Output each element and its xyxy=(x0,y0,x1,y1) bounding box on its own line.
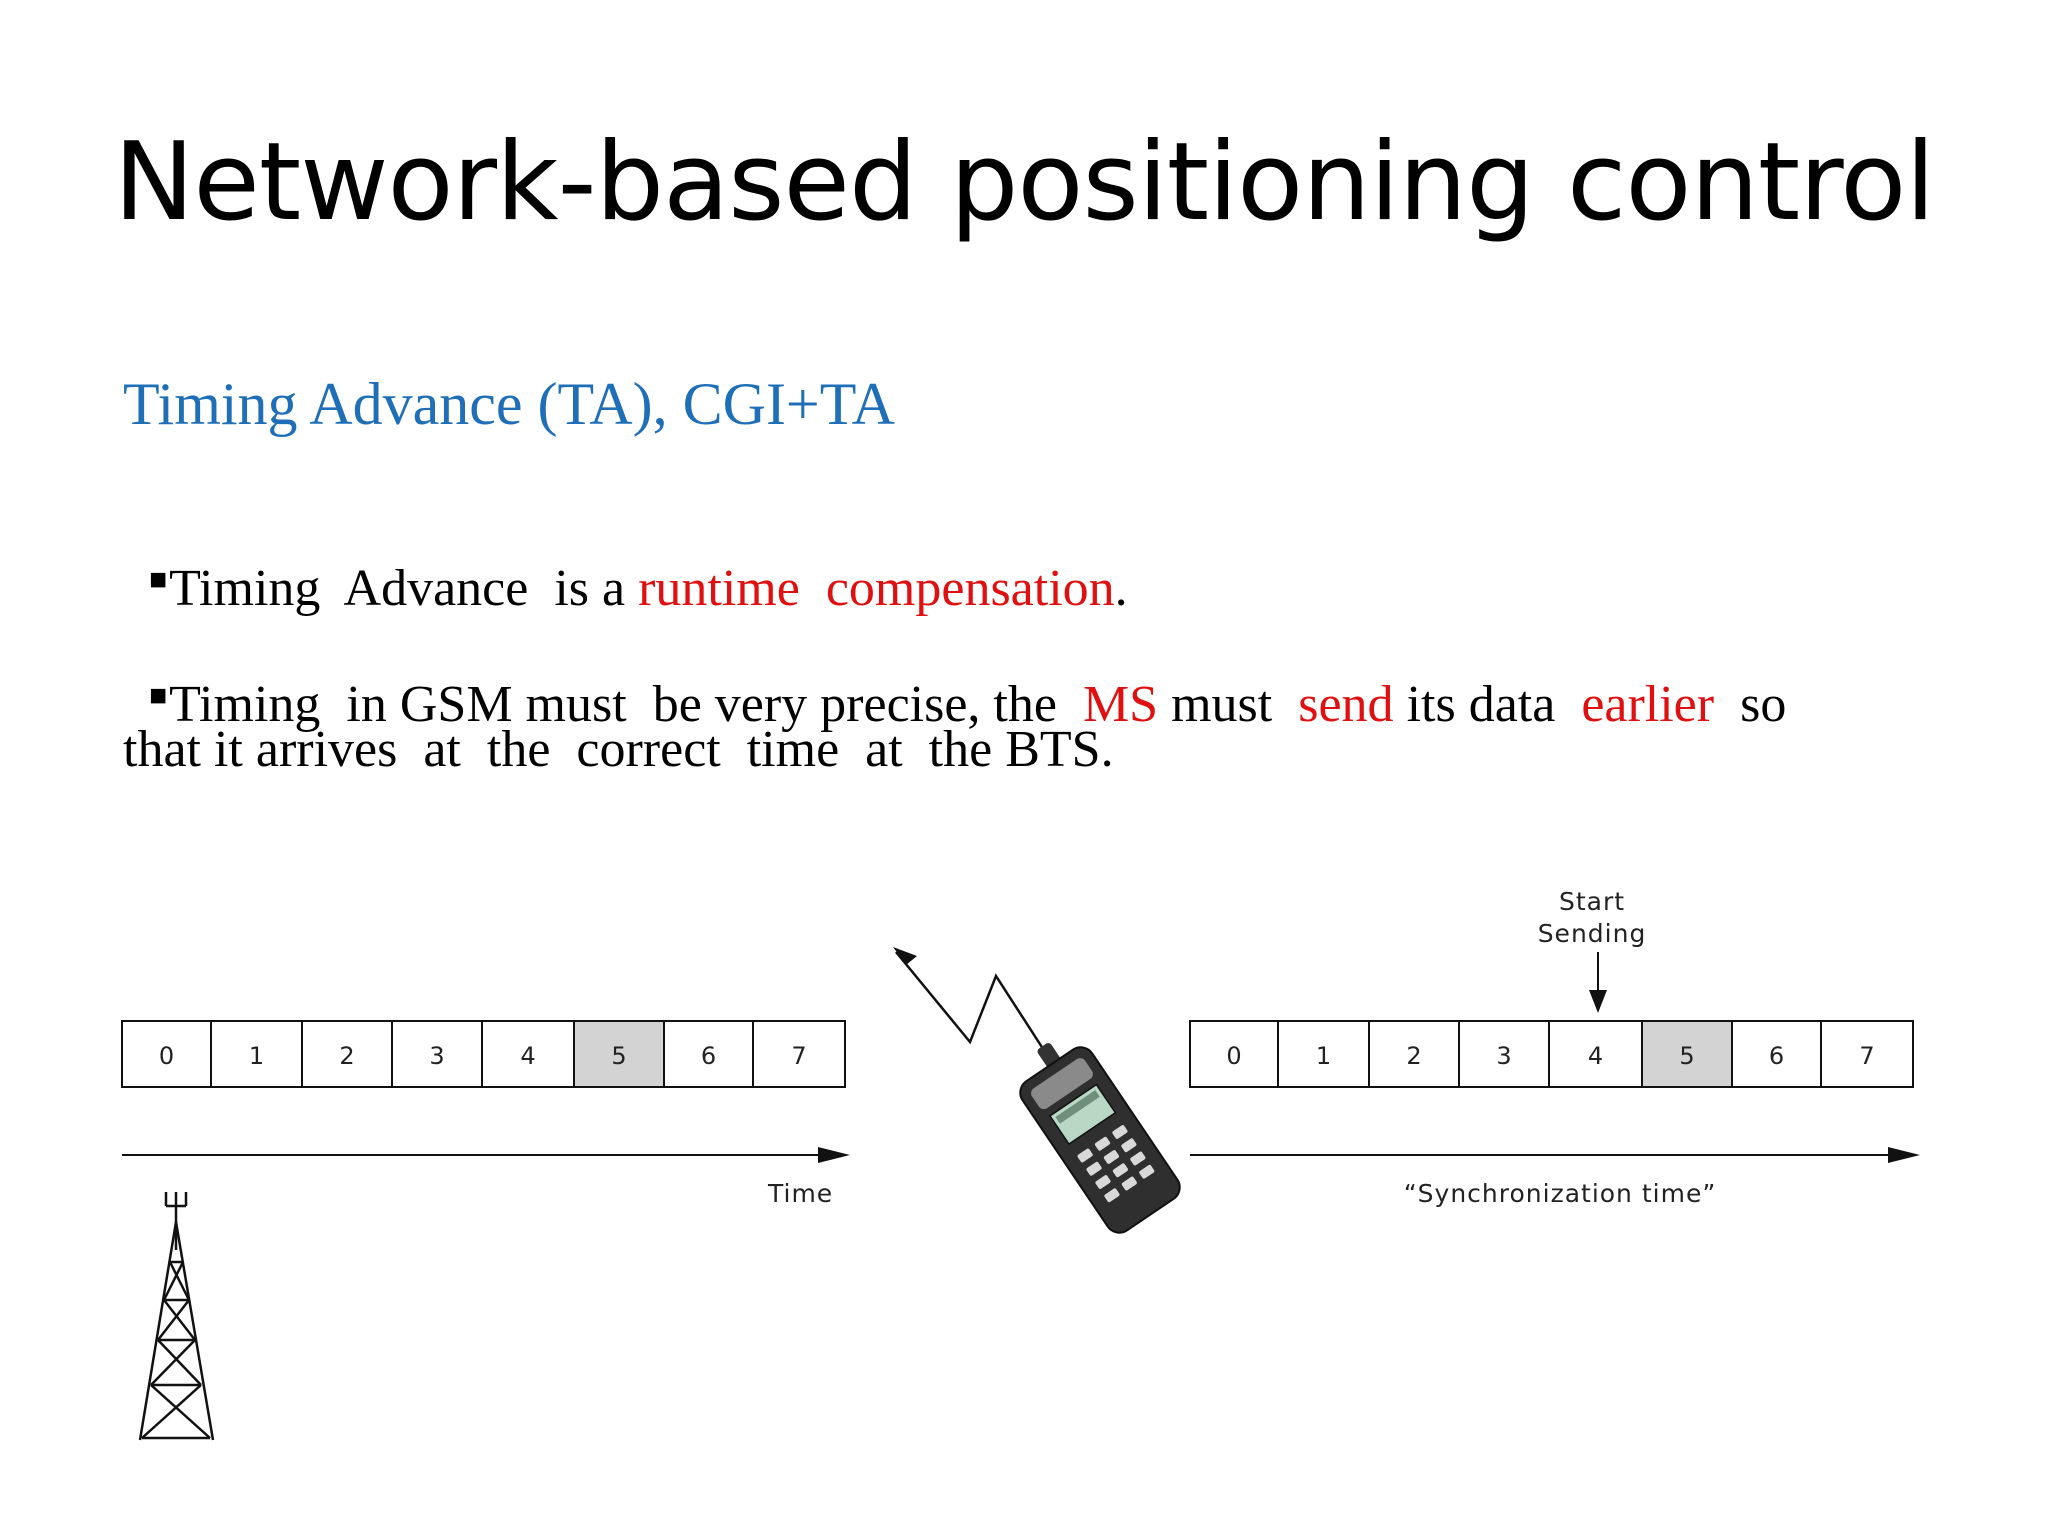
left-timeslot-row: 0 1 2 3 4 5 6 7 xyxy=(121,1020,846,1088)
start-sending-arrowhead xyxy=(1589,990,1607,1013)
right-timeslot-3: 3 xyxy=(1458,1020,1550,1088)
left-timeslot-label: 3 xyxy=(429,1042,444,1070)
right-timeslot-4: 4 xyxy=(1548,1020,1643,1088)
bullet-2: ■Timing in GSM must be very precise, the… xyxy=(123,616,1786,734)
left-timeslot-5: 5 xyxy=(573,1020,665,1088)
left-timeslot-label: 7 xyxy=(791,1042,806,1070)
right-timeslot-7: 7 xyxy=(1820,1020,1914,1088)
bullet-2-send: send xyxy=(1298,676,1394,733)
right-timeslot-0: 0 xyxy=(1189,1020,1279,1088)
right-time-axis-arrowhead xyxy=(1888,1147,1920,1163)
left-timeslot-label: 6 xyxy=(701,1042,716,1070)
left-timeslot-6: 6 xyxy=(663,1020,754,1088)
right-timeslot-label: 4 xyxy=(1588,1042,1603,1070)
left-timeslot-label: 4 xyxy=(520,1042,535,1070)
left-timeslot-label: 0 xyxy=(159,1042,174,1070)
bullet-2-ms: MS xyxy=(1082,676,1159,733)
start-sending-label-line2: Sending xyxy=(1538,919,1647,948)
left-timeslot-0: 0 xyxy=(121,1020,212,1088)
left-timeslot-3: 3 xyxy=(391,1020,483,1088)
bullet-2-text-b: must xyxy=(1158,676,1299,733)
left-timeslot-4: 4 xyxy=(481,1020,575,1088)
slide-title: Network-based positioning control xyxy=(113,120,1936,245)
right-timeslot-label: 2 xyxy=(1406,1042,1421,1070)
right-timeslot-row: 0 1 2 3 4 5 6 7 xyxy=(1189,1020,1914,1088)
bullet-marker: ■ xyxy=(149,563,168,596)
right-timeslot-label: 0 xyxy=(1226,1042,1241,1070)
slide-subtitle: Timing Advance (TA), CGI+TA xyxy=(123,371,895,437)
bullet-2-earlier: earlier xyxy=(1581,676,1715,733)
left-timeslot-label: 2 xyxy=(339,1042,354,1070)
right-timeslot-6: 6 xyxy=(1731,1020,1822,1088)
right-timeslot-label: 3 xyxy=(1496,1042,1511,1070)
start-sending-label-line1: Start xyxy=(1559,887,1625,916)
right-timeslot-5: 5 xyxy=(1641,1020,1733,1088)
bullet-2-line-2: that it arrives at the correct time at t… xyxy=(123,721,1114,778)
bullet-1-text-a: Timing Advance is a xyxy=(169,560,639,617)
bullet-2-text-d: so xyxy=(1714,676,1787,733)
right-axis-label: “Synchronization time” xyxy=(1404,1179,1717,1208)
bullet-2-text-c: its data xyxy=(1393,676,1582,733)
right-timeslot-1: 1 xyxy=(1277,1020,1370,1088)
bullet-2-text-a: Timing in GSM must be very precise, the xyxy=(169,676,1083,733)
left-timeslot-1: 1 xyxy=(210,1020,303,1088)
right-timeslot-label: 7 xyxy=(1859,1042,1874,1070)
left-timeslot-label: 1 xyxy=(249,1042,264,1070)
left-time-axis-arrowhead xyxy=(818,1147,850,1163)
right-timeslot-label: 5 xyxy=(1679,1042,1694,1070)
bullet-1: ■Timing Advance is a runtime compensatio… xyxy=(123,500,1128,618)
left-axis-label: Time xyxy=(767,1179,833,1208)
bullet-1-emphasis: runtime compensation xyxy=(638,560,1115,617)
left-timeslot-7: 7 xyxy=(752,1020,846,1088)
right-timeslot-label: 6 xyxy=(1769,1042,1784,1070)
bullet-1-text-b: . xyxy=(1114,560,1128,617)
left-timeslot-2: 2 xyxy=(301,1020,393,1088)
radio-signal-icon xyxy=(893,947,1060,1073)
bts-tower-icon xyxy=(138,1192,215,1441)
mobile-phone-icon xyxy=(1019,1043,1181,1234)
right-timeslot-2: 2 xyxy=(1368,1020,1460,1088)
left-timeslot-label: 5 xyxy=(611,1042,626,1070)
right-timeslot-label: 1 xyxy=(1316,1042,1331,1070)
bullet-marker: ■ xyxy=(149,679,168,712)
